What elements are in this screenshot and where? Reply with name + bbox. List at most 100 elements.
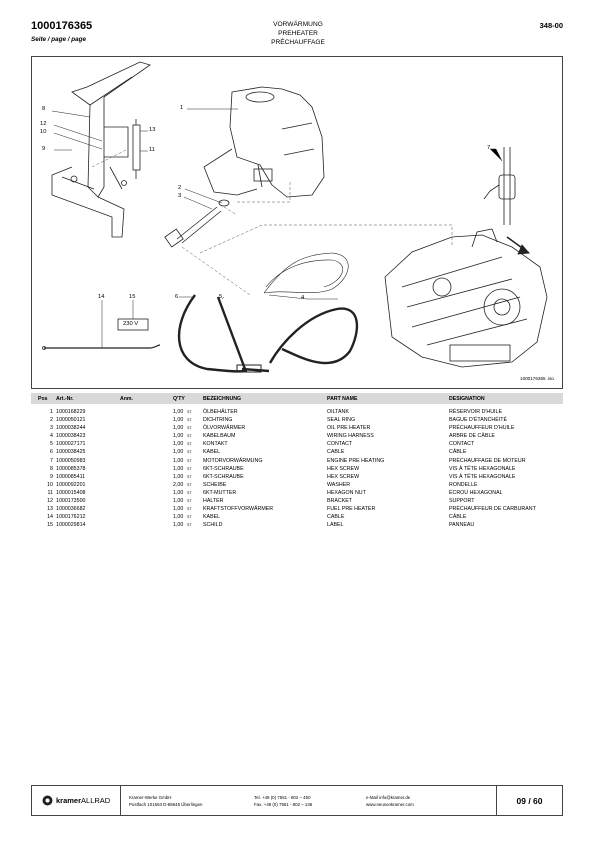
row-article-number: 1000092201 — [56, 481, 86, 488]
row-pos: 3 — [50, 425, 53, 432]
row-article-number: 1000085378 — [56, 465, 86, 472]
callout-13: 13 — [149, 127, 156, 133]
row-article-number: 1000015408 — [56, 489, 86, 496]
callout-15: 15 — [129, 294, 136, 300]
row-part-name: SEAL RING — [327, 417, 356, 424]
row-quantity: 1,00 — [173, 498, 184, 505]
row-part-name: WASHER — [327, 481, 351, 488]
row-part-name: BRACKET — [327, 498, 353, 505]
row-pos: 12 — [47, 498, 53, 505]
row-pos: 13 — [47, 506, 53, 513]
row-quantity: 1,00 — [173, 473, 184, 480]
row-quantity: 1,00 — [173, 489, 184, 496]
row-unit: ST — [187, 482, 192, 487]
row-quantity: 1,00 — [173, 457, 184, 464]
voltage-label: 230 V — [123, 321, 139, 327]
row-unit: ST — [187, 466, 192, 471]
row-article-number: 1000173500 — [56, 498, 86, 505]
row-pos: 10 — [47, 481, 53, 488]
wiring-harness-drawing — [268, 307, 359, 365]
kramer-logo-icon — [42, 795, 53, 806]
exploded-view-figure: 8 12 10 9 13 11 1 2 3 7 6 5 14 15 4 230 … — [31, 56, 563, 389]
callout-8: 8 — [42, 106, 46, 112]
title-fr: PRÉCHAUFFAGE — [271, 39, 325, 46]
row-part-name: HEX SCREW — [327, 465, 360, 472]
row-unit: ST — [187, 507, 192, 512]
row-part-name: FUEL PRE HEATER — [327, 506, 376, 513]
company-address: Postfach 101563 D-88645 Überlingen — [129, 801, 203, 807]
row-bezeichnung: 6KT-MUTTER — [203, 489, 237, 496]
row-quantity: 1,00 — [173, 465, 184, 472]
row-pos: 6 — [50, 449, 53, 456]
row-article-number: 1000176212 — [56, 514, 86, 521]
row-unit: ST — [187, 442, 192, 447]
row-bezeichnung: KABEL — [203, 449, 221, 456]
row-designation: PRÉCHAUFFEUR DE CARBURANT — [449, 506, 536, 513]
row-bezeichnung: KABEL — [203, 514, 221, 521]
col-qty: Q'TY — [173, 396, 185, 402]
col-pos: Pos — [38, 396, 48, 402]
engine-heater-drawing — [498, 174, 516, 200]
bracket-frame-drawing — [71, 61, 151, 198]
row-designation: VIS À TÊTE HEXAGONALE — [449, 465, 516, 472]
row-quantity: 1,00 — [173, 409, 184, 415]
row-unit: ST — [187, 418, 192, 423]
col-anm: Anm. — [120, 396, 133, 402]
row-unit: ST — [187, 523, 192, 528]
row-unit: ST — [187, 474, 192, 479]
row-designation: PRÉCHAUFFEUR D'HUILE — [449, 425, 515, 432]
row-bezeichnung: SCHEIBE — [203, 481, 227, 488]
row-quantity: 1,00 — [173, 433, 184, 440]
row-designation: RONDELLE — [449, 481, 478, 488]
callout-11: 11 — [149, 147, 156, 153]
row-quantity: 2,00 — [173, 481, 184, 488]
row-part-name: ENGINE PRE HEATING — [327, 457, 385, 464]
row-article-number: 1000085411 — [56, 473, 86, 480]
row-part-name: HEX SCREW — [327, 473, 360, 480]
row-pos: 9 — [50, 473, 53, 480]
cable-6-drawing — [177, 294, 248, 373]
row-bezeichnung: ÖLVORWÄRMER — [203, 425, 246, 432]
fuel-preheater-drawing — [132, 124, 141, 171]
page-label: Seite / page / page — [31, 36, 86, 43]
row-part-name: CONTACT — [327, 441, 353, 448]
row-designation: SUPPORT — [449, 498, 475, 505]
row-designation: RÉSERVOIR D'HUILE — [449, 409, 503, 415]
telephone: Tel. +49 (0) 7551 - 802 – 450 — [254, 795, 311, 800]
row-quantity: 1,00 — [173, 417, 184, 424]
row-quantity: 1,00 — [173, 514, 184, 521]
row-pos: 4 — [50, 433, 53, 440]
row-article-number: 1000050121 — [56, 417, 86, 424]
row-pos: 5 — [50, 441, 53, 448]
web-info: e-Mail info@kramer.de www.neusonkramer.c… — [366, 795, 414, 808]
row-part-name: OIL PRE HEATER — [327, 425, 371, 432]
row-quantity: 1,00 — [173, 506, 184, 513]
page-footer: kramerALLRAD Kramer-Werke GmbH Postfach … — [31, 785, 563, 816]
row-designation: ARBRE DE CÂBLE — [449, 433, 495, 440]
row-part-name: LABEL — [327, 522, 344, 529]
row-designation: CÂBLE — [449, 514, 467, 521]
parts-table-header: Pos Art.-Nr. Anm. Q'TY BEZEICHNUNG PART … — [31, 393, 563, 404]
callout-10: 10 — [40, 129, 47, 135]
row-bezeichnung: 6KT-SCHRAUBE — [203, 473, 244, 480]
row-pos: 11 — [47, 489, 54, 496]
row-quantity: 1,00 — [173, 522, 184, 529]
row-article-number: 1000050983 — [56, 457, 86, 464]
email-link[interactable]: e-Mail info@kramer.de — [366, 795, 411, 800]
page-title: VORWÄRMUNG PREHEATER PRÉCHAUFFAGE — [200, 20, 396, 47]
website-link[interactable]: www.neusonkramer.com — [366, 801, 414, 807]
row-article-number: 1000029814 — [56, 522, 86, 529]
row-designation: PANNEAU — [449, 522, 475, 529]
page-number: 09 / 60 — [516, 796, 543, 806]
row-bezeichnung: KONTAKT — [203, 441, 228, 448]
